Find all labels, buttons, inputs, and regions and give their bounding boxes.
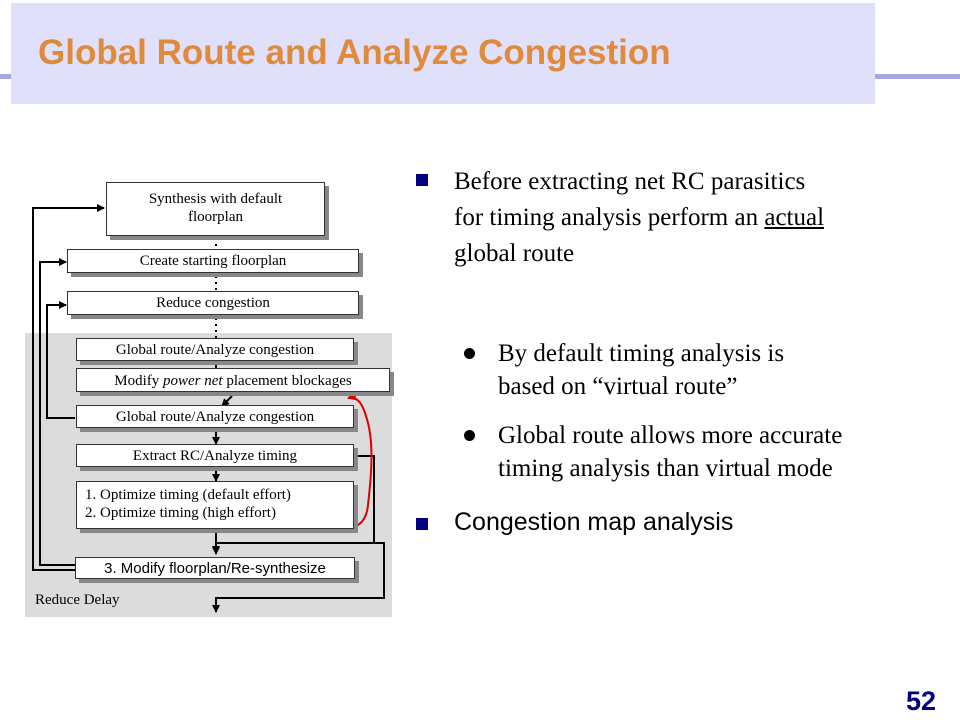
global-route-box-1: Global route/Analyze congestion (76, 338, 354, 361)
extract-rc-box: Extract RC/Analyze timing (76, 444, 354, 467)
round-bullet-icon (464, 430, 475, 441)
sub-bullet-1-line2: based on “virtual route” (498, 373, 738, 400)
sub-bullet-item-1: By default timing analysis is based on “… (464, 337, 784, 403)
optimize-timing-box: 1. Optimize timing (default effort) 2. O… (76, 481, 354, 529)
underlined-word: actual (764, 204, 825, 231)
global-route-box-2: Global route/Analyze congestion (76, 405, 354, 428)
sub-bullet-2-line2: timing analysis than virtual mode (498, 455, 833, 482)
synthesis-box: Synthesis with default floorplan (106, 182, 325, 236)
global-route-label-1: Global route/Analyze congestion (115, 342, 315, 358)
header-band (11, 3, 875, 104)
loop-to-synthesis (32, 204, 105, 571)
bullet-item-2: Congestion map analysis (416, 508, 733, 537)
sub-bullet-2-line1: Global route allows more accurate (498, 422, 843, 449)
modify-blockages-box: Modify power net placement blockages (76, 368, 390, 392)
bullet-1-line2-text: for timing analysis perform an (454, 204, 765, 231)
reduce-congestion-label: Reduce congestion (156, 295, 270, 311)
square-bullet-icon (416, 174, 428, 186)
global-route-label-2: Global route/Analyze congestion (115, 409, 315, 425)
sub-bullet-1-line1: By default timing analysis is (498, 340, 785, 367)
reduce-delay-label: Reduce Delay (35, 592, 120, 608)
round-bullet-icon (464, 348, 475, 359)
optimize-line1: 1. Optimize timing (default effort) (85, 487, 291, 503)
bullet-1-line1: Before extracting net RC parasitics (454, 168, 806, 195)
red-loop-arrow (333, 391, 373, 530)
reduce-delay-exit-arrow (212, 542, 385, 613)
bullet-2-text: Congestion map analysis (454, 508, 734, 536)
page-number: 52 (905, 686, 936, 716)
bullet-1-line3: global route (454, 240, 575, 267)
square-bullet-icon (416, 518, 428, 530)
sub-bullet-item-2: Global route allows more accurate timing… (464, 419, 842, 485)
synthesis-line2: floorplan (188, 209, 243, 225)
modify-floorplan-box: 3. Modify floorplan/Re-synthesize (75, 557, 355, 579)
optimize-line2: 2. Optimize timing (high effort) (85, 505, 276, 521)
modify-em-label: power net (163, 373, 223, 389)
loop-to-floorplan (39, 258, 75, 566)
flow-arrow (221, 395, 233, 407)
bullet-1-line2: for timing analysis perform an actual (454, 200, 824, 236)
extract-rc-label: Extract RC/Analyze timing (132, 448, 298, 464)
modify-floorplan-label: 3. Modify floorplan/Re-synthesize (104, 560, 326, 577)
synthesis-line1: Synthesis with default (148, 191, 283, 207)
page-title: Global Route and Analyze Congestion (38, 33, 671, 72)
loop-to-reduce-congestion (46, 301, 75, 419)
create-floorplan-box: Create starting floorplan (67, 249, 359, 273)
modify-post-label: placement blockages (222, 373, 352, 389)
reduce-congestion-box: Reduce congestion (67, 291, 359, 315)
bullet-item-1: Before extracting net RC parasitics for … (416, 164, 824, 272)
create-floorplan-label: Create starting floorplan (139, 253, 287, 269)
modify-pre-label: Modify (114, 373, 164, 389)
